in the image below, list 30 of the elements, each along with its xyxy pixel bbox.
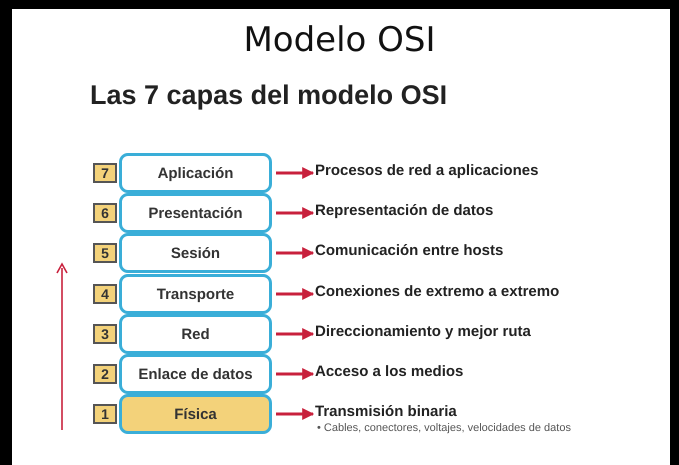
arrow [276,167,314,179]
layer-number: 4 [93,284,117,304]
title: Modelo OSI [242,20,437,60]
layer-box: Sesión [119,233,272,273]
layer-box: Transporte [119,274,272,314]
arrow [276,328,314,340]
layer-number: 5 [93,243,117,263]
arrow [276,408,314,420]
layer-description: Acceso a los medios [315,363,464,380]
layer-description: Transmisión binaria • Cables, conectores, voltajes, velocidades de datos [315,403,617,434]
layer-number: 2 [93,364,117,384]
layer-box: Enlace de datos [119,354,272,394]
layer-number: 7 [93,163,117,183]
layer-box: Física [119,394,272,434]
layer-number: 1 [93,404,117,424]
arrow [276,368,314,380]
arrow [276,288,314,300]
subtitle: Las 7 capas del modelo OSI [90,80,448,111]
layer-description: Conexiones de extremo a extremo [315,283,560,300]
layer-box: Red [119,314,272,354]
layer-description: Representación de datos [315,202,494,219]
arrow [276,247,314,259]
layer-box: Aplicación [119,153,272,193]
layer-description: Comunicación entre hosts [315,242,504,259]
arrow [276,207,314,219]
layer-description: Procesos de red a aplicaciones [315,162,538,179]
layer-description: Direccionamiento y mejor ruta [315,323,531,340]
layer-number: 6 [93,203,117,223]
layer-box: Presentación [119,193,272,233]
layer-number: 3 [93,324,117,344]
